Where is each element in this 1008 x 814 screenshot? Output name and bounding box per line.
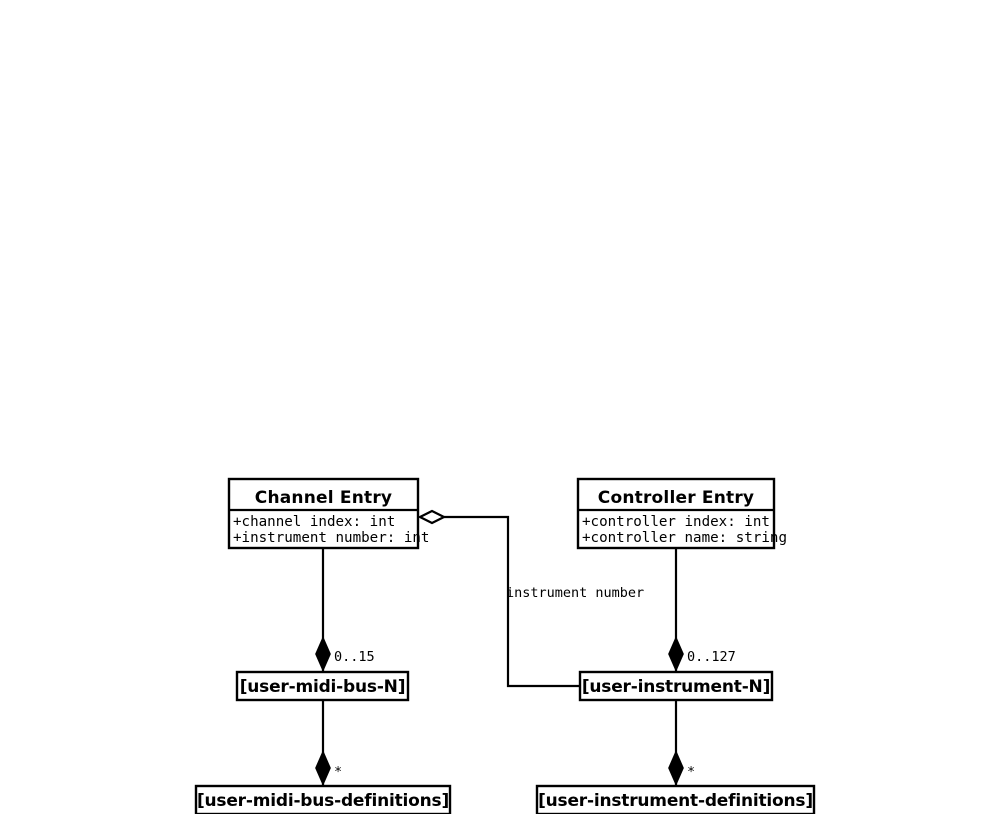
class-title-controller-entry: Controller Entry bbox=[598, 488, 754, 508]
filled-diamond-icon bbox=[668, 750, 684, 786]
edge-channel-aggregates-instrument: instrument number bbox=[417, 509, 644, 688]
edge-label-instrument-number: instrument number bbox=[506, 585, 644, 601]
class-box-outline bbox=[227, 477, 420, 550]
node-label-user-instrument-definitions: [user-instrument-definitions] bbox=[538, 791, 813, 811]
node-box-outline bbox=[578, 670, 774, 702]
filled-diamond-icon bbox=[315, 750, 331, 786]
class-attribute: +channel index: int bbox=[233, 514, 395, 530]
node-label-user-instrument-n: [user-instrument-N] bbox=[582, 677, 770, 697]
node-user-midi-bus-n[interactable]: [user-midi-bus-N] bbox=[235, 670, 410, 702]
node-user-instrument-n[interactable]: [user-instrument-N] bbox=[578, 670, 774, 702]
class-attribute: +controller index: int bbox=[582, 514, 770, 530]
multiplicity-label-0-15: 0..15 bbox=[334, 649, 375, 665]
edge-channel-to-midi-bus: 0..15 bbox=[315, 548, 375, 672]
edge-midi-bus-to-definitions: * bbox=[315, 700, 342, 786]
class-attribute: +controller name: string bbox=[582, 530, 787, 546]
edge-instrument-to-definitions: * bbox=[668, 700, 695, 786]
multiplicity-label-star: * bbox=[687, 764, 695, 780]
filled-diamond-icon bbox=[315, 636, 331, 672]
multiplicity-label-0-127: 0..127 bbox=[687, 649, 736, 665]
hollow-diamond-icon bbox=[417, 509, 447, 525]
node-label-user-midi-bus-n: [user-midi-bus-N] bbox=[240, 677, 406, 697]
node-user-instrument-definitions[interactable]: [user-instrument-definitions] bbox=[535, 784, 816, 814]
node-box-outline bbox=[194, 784, 452, 814]
edge-controller-to-instrument: 0..127 bbox=[668, 548, 736, 672]
node-label-user-midi-bus-definitions: [user-midi-bus-definitions] bbox=[197, 791, 449, 811]
class-title-channel-entry: Channel Entry bbox=[255, 488, 392, 508]
class-box-outline bbox=[576, 477, 776, 550]
node-box-outline bbox=[235, 670, 410, 702]
aggregation-connector-path bbox=[444, 515, 580, 688]
class-box-controller-entry[interactable]: Controller Entry +controller index: int … bbox=[576, 477, 787, 550]
multiplicity-label-star: * bbox=[334, 764, 342, 780]
class-box-channel-entry[interactable]: Channel Entry +channel index: int +instr… bbox=[227, 477, 429, 550]
node-box-outline bbox=[535, 784, 816, 814]
filled-diamond-icon bbox=[668, 636, 684, 672]
node-user-midi-bus-definitions[interactable]: [user-midi-bus-definitions] bbox=[194, 784, 452, 814]
class-attribute: +instrument number: int bbox=[233, 530, 429, 546]
